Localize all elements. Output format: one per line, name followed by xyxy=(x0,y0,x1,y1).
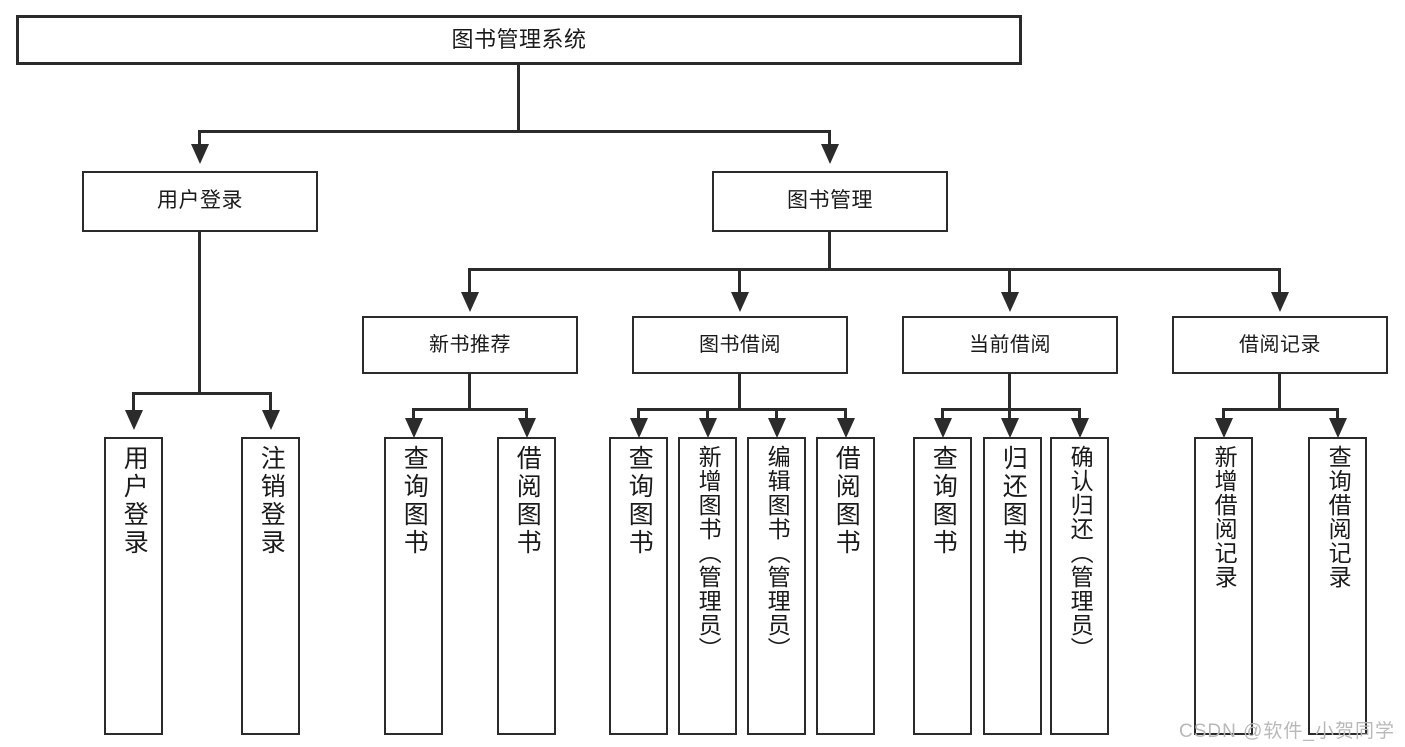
connector-borrow-record-bus xyxy=(1222,408,1339,411)
connector-new-book-drop-1 xyxy=(525,408,528,418)
node-label: 新增图书（管理员） xyxy=(695,445,722,661)
node-book-management[interactable]: 图书管理 xyxy=(712,171,948,232)
connector-level2-drop-1 xyxy=(828,130,831,144)
node-label: 图书管理 xyxy=(787,189,873,213)
leaf-query-borrow-record[interactable]: 查询借阅记录 xyxy=(1308,437,1367,735)
connector-current-borrow-stem xyxy=(1008,374,1011,408)
node-book-borrow[interactable]: 图书借阅 xyxy=(632,316,848,374)
connector-current-borrow-drop-2 xyxy=(1078,408,1081,418)
arrow-to-user-login xyxy=(191,144,209,164)
node-label: 当前借阅 xyxy=(969,333,1051,356)
node-label: 查询图书 xyxy=(625,445,654,557)
node-label: 借阅记录 xyxy=(1239,333,1321,356)
node-label: 确认归还（管理员） xyxy=(1067,445,1094,661)
arrow-to-book-borrow xyxy=(731,292,749,312)
leaf-user-login[interactable]: 用户登录 xyxy=(104,437,163,735)
arrow-to-current-borrow xyxy=(1001,292,1019,312)
arrow-to-leaf-query-book-1 xyxy=(405,418,423,438)
connector-borrow-record-stem xyxy=(1278,374,1281,408)
connector-borrow-record-drop-1 xyxy=(1336,408,1339,418)
node-current-borrow[interactable]: 当前借阅 xyxy=(902,316,1118,374)
arrow-to-borrow-record xyxy=(1271,292,1289,312)
node-label: 借阅图书 xyxy=(832,445,861,557)
connector-user-login-stem xyxy=(198,232,201,392)
node-label: 查询图书 xyxy=(400,445,429,557)
arrow-to-leaf-confirm-return xyxy=(1071,418,1089,438)
node-label: 新增借阅记录 xyxy=(1211,445,1238,589)
connector-level3-drop-2 xyxy=(1008,268,1011,292)
connector-root-stem xyxy=(517,65,520,130)
arrow-to-leaf-borrow-book-1 xyxy=(518,418,536,438)
connector-user-login-drop-1 xyxy=(269,392,272,410)
leaf-logout[interactable]: 注销登录 xyxy=(241,437,300,735)
node-new-book-recommend[interactable]: 新书推荐 xyxy=(362,316,578,374)
node-root-book-management-system[interactable]: 图书管理系统 xyxy=(16,15,1022,65)
arrow-to-leaf-query-record xyxy=(1329,418,1347,438)
connector-current-borrow-drop-0 xyxy=(941,408,944,418)
arrow-to-book-management xyxy=(821,144,839,164)
connector-borrow-record-drop-0 xyxy=(1222,408,1225,418)
leaf-add-book-admin[interactable]: 新增图书（管理员） xyxy=(678,437,737,735)
arrow-to-leaf-query-book-2 xyxy=(630,418,648,438)
connector-level3-bus xyxy=(468,268,1280,271)
connector-book-borrow-stem xyxy=(738,374,741,408)
connector-new-book-stem xyxy=(468,374,471,408)
leaf-query-book-current[interactable]: 查询图书 xyxy=(913,437,972,735)
node-label: 查询图书 xyxy=(929,445,958,557)
connector-book-management-stem xyxy=(828,232,831,268)
connector-current-borrow-bus xyxy=(941,408,1081,411)
connector-new-book-bus xyxy=(412,408,528,411)
leaf-add-borrow-record[interactable]: 新增借阅记录 xyxy=(1194,437,1253,735)
connector-level3-drop-3 xyxy=(1278,268,1281,292)
connector-level2-drop-0 xyxy=(198,130,201,144)
connector-book-borrow-drop-0 xyxy=(637,408,640,418)
leaf-borrow-book-new-recommend[interactable]: 借阅图书 xyxy=(497,437,556,735)
arrow-to-leaf-logout xyxy=(262,410,280,430)
leaf-query-book-new-recommend[interactable]: 查询图书 xyxy=(384,437,443,735)
connector-book-borrow-drop-1 xyxy=(706,408,709,418)
node-label: 用户登录 xyxy=(157,189,243,213)
connector-level2-bus xyxy=(198,130,830,133)
node-label: 用户登录 xyxy=(120,445,149,557)
arrow-to-leaf-add-book xyxy=(699,418,717,438)
connector-user-login-drop-0 xyxy=(132,392,135,410)
connector-level3-drop-1 xyxy=(738,268,741,292)
connector-book-borrow-bus xyxy=(637,408,847,411)
node-label: 新书推荐 xyxy=(429,333,511,356)
node-label: 归还图书 xyxy=(999,445,1028,557)
arrow-to-leaf-user-login xyxy=(125,410,143,430)
node-label: 注销登录 xyxy=(257,445,286,557)
leaf-return-book[interactable]: 归还图书 xyxy=(983,437,1042,735)
leaf-borrow-book-borrow[interactable]: 借阅图书 xyxy=(816,437,875,735)
connector-user-login-bus xyxy=(132,392,269,395)
arrow-to-leaf-add-record xyxy=(1215,418,1233,438)
node-label: 查询借阅记录 xyxy=(1325,445,1352,589)
connector-book-borrow-drop-3 xyxy=(844,408,847,418)
leaf-confirm-return-admin[interactable]: 确认归还（管理员） xyxy=(1050,437,1109,735)
connector-level3-drop-0 xyxy=(468,268,471,292)
arrow-to-leaf-edit-book xyxy=(768,418,786,438)
arrow-to-leaf-query-book-3 xyxy=(934,418,952,438)
arrow-to-leaf-borrow-book-2 xyxy=(837,418,855,438)
connector-current-borrow-drop-1 xyxy=(1008,408,1011,418)
node-user-login[interactable]: 用户登录 xyxy=(82,171,318,232)
connector-new-book-drop-0 xyxy=(412,408,415,418)
leaf-query-book-borrow[interactable]: 查询图书 xyxy=(609,437,668,735)
node-borrow-record[interactable]: 借阅记录 xyxy=(1172,316,1388,374)
connector-book-borrow-drop-2 xyxy=(775,408,778,418)
node-label: 借阅图书 xyxy=(513,445,542,557)
leaf-edit-book-admin[interactable]: 编辑图书（管理员） xyxy=(747,437,806,735)
node-label: 编辑图书（管理员） xyxy=(764,445,791,661)
arrow-to-new-book-recommend xyxy=(461,292,479,312)
node-label: 图书借阅 xyxy=(699,333,781,356)
node-label: 图书管理系统 xyxy=(451,27,587,53)
arrow-to-leaf-return-book xyxy=(1001,418,1019,438)
